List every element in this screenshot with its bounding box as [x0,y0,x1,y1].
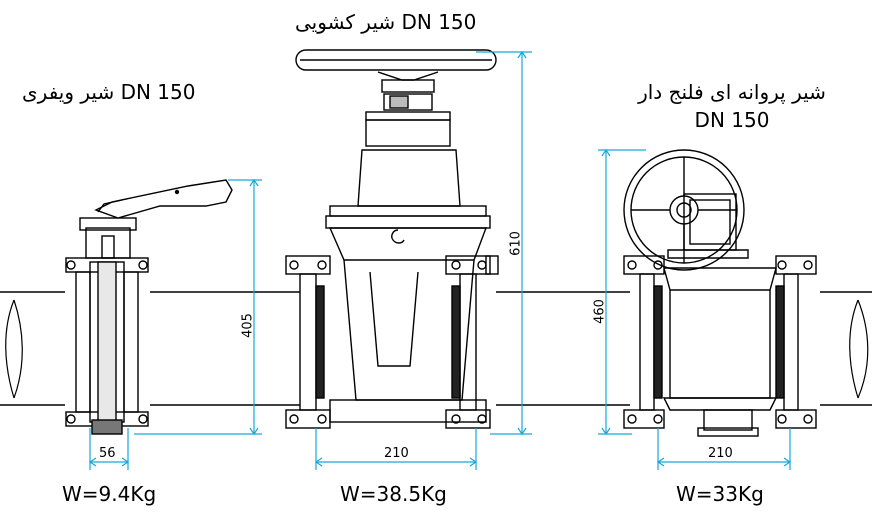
butterfly-height-dimension: 460 [592,299,608,324]
butterfly-valve-subtitle: DN 150 [694,108,770,132]
wafer-valve [65,179,233,435]
pipe [0,291,872,406]
gate-valve [285,49,499,429]
gate-valve-title: شیر کشویی DN 150 [295,10,477,34]
butterfly-valve-title: شیر پروانه ای فلنج دار [638,80,826,104]
wafer-valve-weight: W=9.4Kg [62,482,157,506]
dimension-lines [88,50,792,470]
gate-width-dimension: 210 [384,446,409,461]
gate-valve-weight: W=38.5Kg [340,482,447,506]
wafer-valve-title: شیر ویفری DN 150 [22,80,196,104]
wafer-height-dimension: 405 [240,313,256,338]
gate-height-dimension: 610 [508,231,524,256]
wafer-width-dimension: 56 [99,446,116,461]
butterfly-flanged-valve [623,149,817,437]
butterfly-valve-weight: W=33Kg [676,482,764,506]
butterfly-width-dimension: 210 [708,446,733,461]
